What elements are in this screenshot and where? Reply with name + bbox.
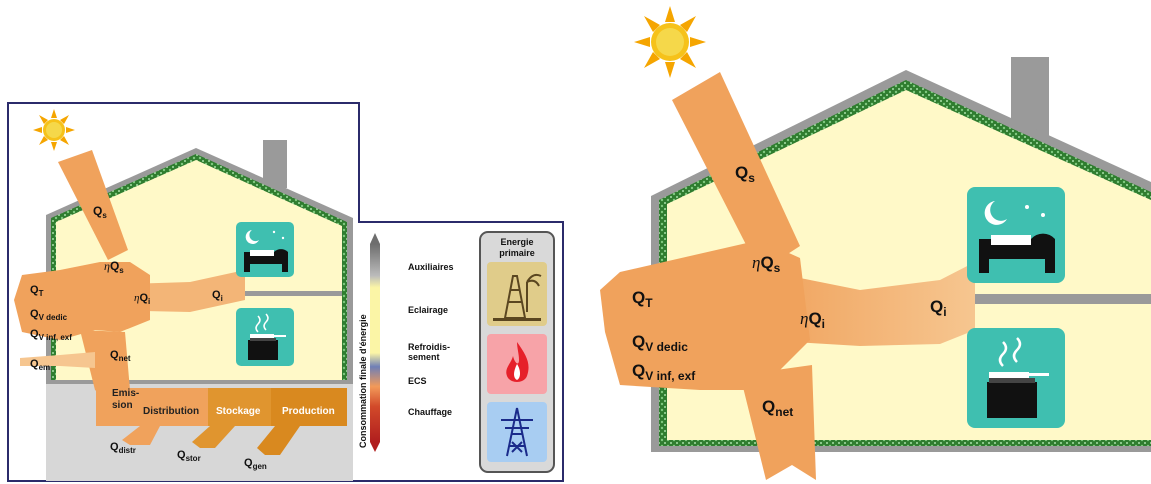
left-qv-dedic-label: QV dedic — [30, 308, 68, 322]
flame-icon — [487, 334, 547, 394]
left-qstor-label: Qstor — [177, 449, 201, 463]
right-net-flow — [740, 365, 816, 480]
right-qi-label: Qi — [930, 297, 947, 319]
right-qt-label: QT — [632, 288, 653, 310]
primary-energy-title-1: Energie — [500, 237, 533, 247]
legend-chauffage: Chauffage — [408, 407, 452, 417]
left-ground-line — [46, 380, 353, 384]
right-qv-inf-label: QV inf, exf — [632, 361, 696, 383]
left-distribution-label: Distribution — [143, 406, 199, 417]
legend-auxiliaires: Auxiliaires — [408, 262, 454, 272]
left-qem-label: Qem — [30, 358, 50, 372]
right-eta-qi-label: ηQi — [800, 309, 825, 331]
left-solar-flow — [58, 150, 128, 260]
left-frame — [7, 102, 564, 482]
left-distribution-flow — [96, 388, 208, 426]
right-solar-flow — [672, 72, 800, 272]
right-sun-icon — [634, 6, 706, 78]
left-production-box — [271, 388, 347, 426]
left-qi-label: Qi — [212, 289, 223, 303]
left-production-label: Production — [282, 406, 335, 417]
left-emission-label-2: sion — [112, 400, 133, 411]
right-bedroom-icon — [967, 187, 1065, 283]
legend-ecs: ECS — [408, 376, 427, 386]
right-internal-gains-flow — [760, 262, 975, 346]
right-kitchen-icon — [967, 328, 1065, 428]
left-bedroom-icon — [236, 222, 294, 277]
legend-refroidissement-1: Refroidis- — [408, 342, 450, 352]
left-qnet-label: Qnet — [110, 349, 131, 363]
final-energy-axis-label: Consommation finale d'énergie — [358, 314, 368, 448]
right-qnet-label: Qnet — [762, 397, 793, 419]
left-emission-label-1: Emis- — [112, 388, 139, 399]
legend-refroidissement-2: sement — [408, 352, 440, 362]
left-stockage-box — [208, 388, 271, 426]
oil-well-icon — [487, 262, 547, 326]
right-ground — [651, 452, 1151, 462]
right-qs-label: Qs — [735, 163, 755, 185]
power-pylon-icon — [487, 402, 547, 462]
left-qv-inf-label: QV inf, exf — [30, 328, 72, 342]
left-qem-flow — [20, 352, 95, 368]
left-qgen-arrow — [257, 426, 300, 455]
primary-energy-panel: Energie primaire — [479, 231, 555, 473]
left-qt-label: QT — [30, 284, 44, 298]
left-stockage-label: Stockage — [216, 406, 261, 417]
left-sun-icon — [33, 109, 75, 151]
left-qdistr-arrow — [122, 426, 160, 445]
left-kitchen-icon — [236, 308, 294, 366]
left-eta-qi-label: ηQi — [134, 292, 150, 306]
legend-eclairage: Eclairage — [408, 305, 448, 315]
left-qs-label: Qs — [93, 204, 107, 220]
primary-energy-title-2: primaire — [499, 248, 535, 258]
left-eta-qs-label: ηQs — [104, 259, 124, 275]
left-net-flow — [80, 330, 130, 398]
right-loss-flow — [600, 240, 810, 390]
right-qv-dedic-label: QV dedic — [632, 332, 688, 354]
final-energy-legend: Consommation finale d'énergie Auxiliaire… — [358, 233, 454, 452]
final-energy-bar — [370, 244, 380, 442]
left-qstor-arrow — [192, 426, 235, 448]
left-qdistr-label: Qdistr — [110, 441, 136, 455]
left-loss-flow — [14, 262, 150, 340]
right-eta-qs-label: ηQs — [752, 253, 781, 275]
right-diagram: Qs ηQs ηQi Qi QT QV dedic QV inf, exf Qn… — [600, 6, 1151, 480]
left-diagram: Qs ηQs ηQi Qi QT QV dedic QV inf, exf Qn… — [7, 102, 564, 482]
left-qgen-label: Qgen — [244, 457, 267, 471]
